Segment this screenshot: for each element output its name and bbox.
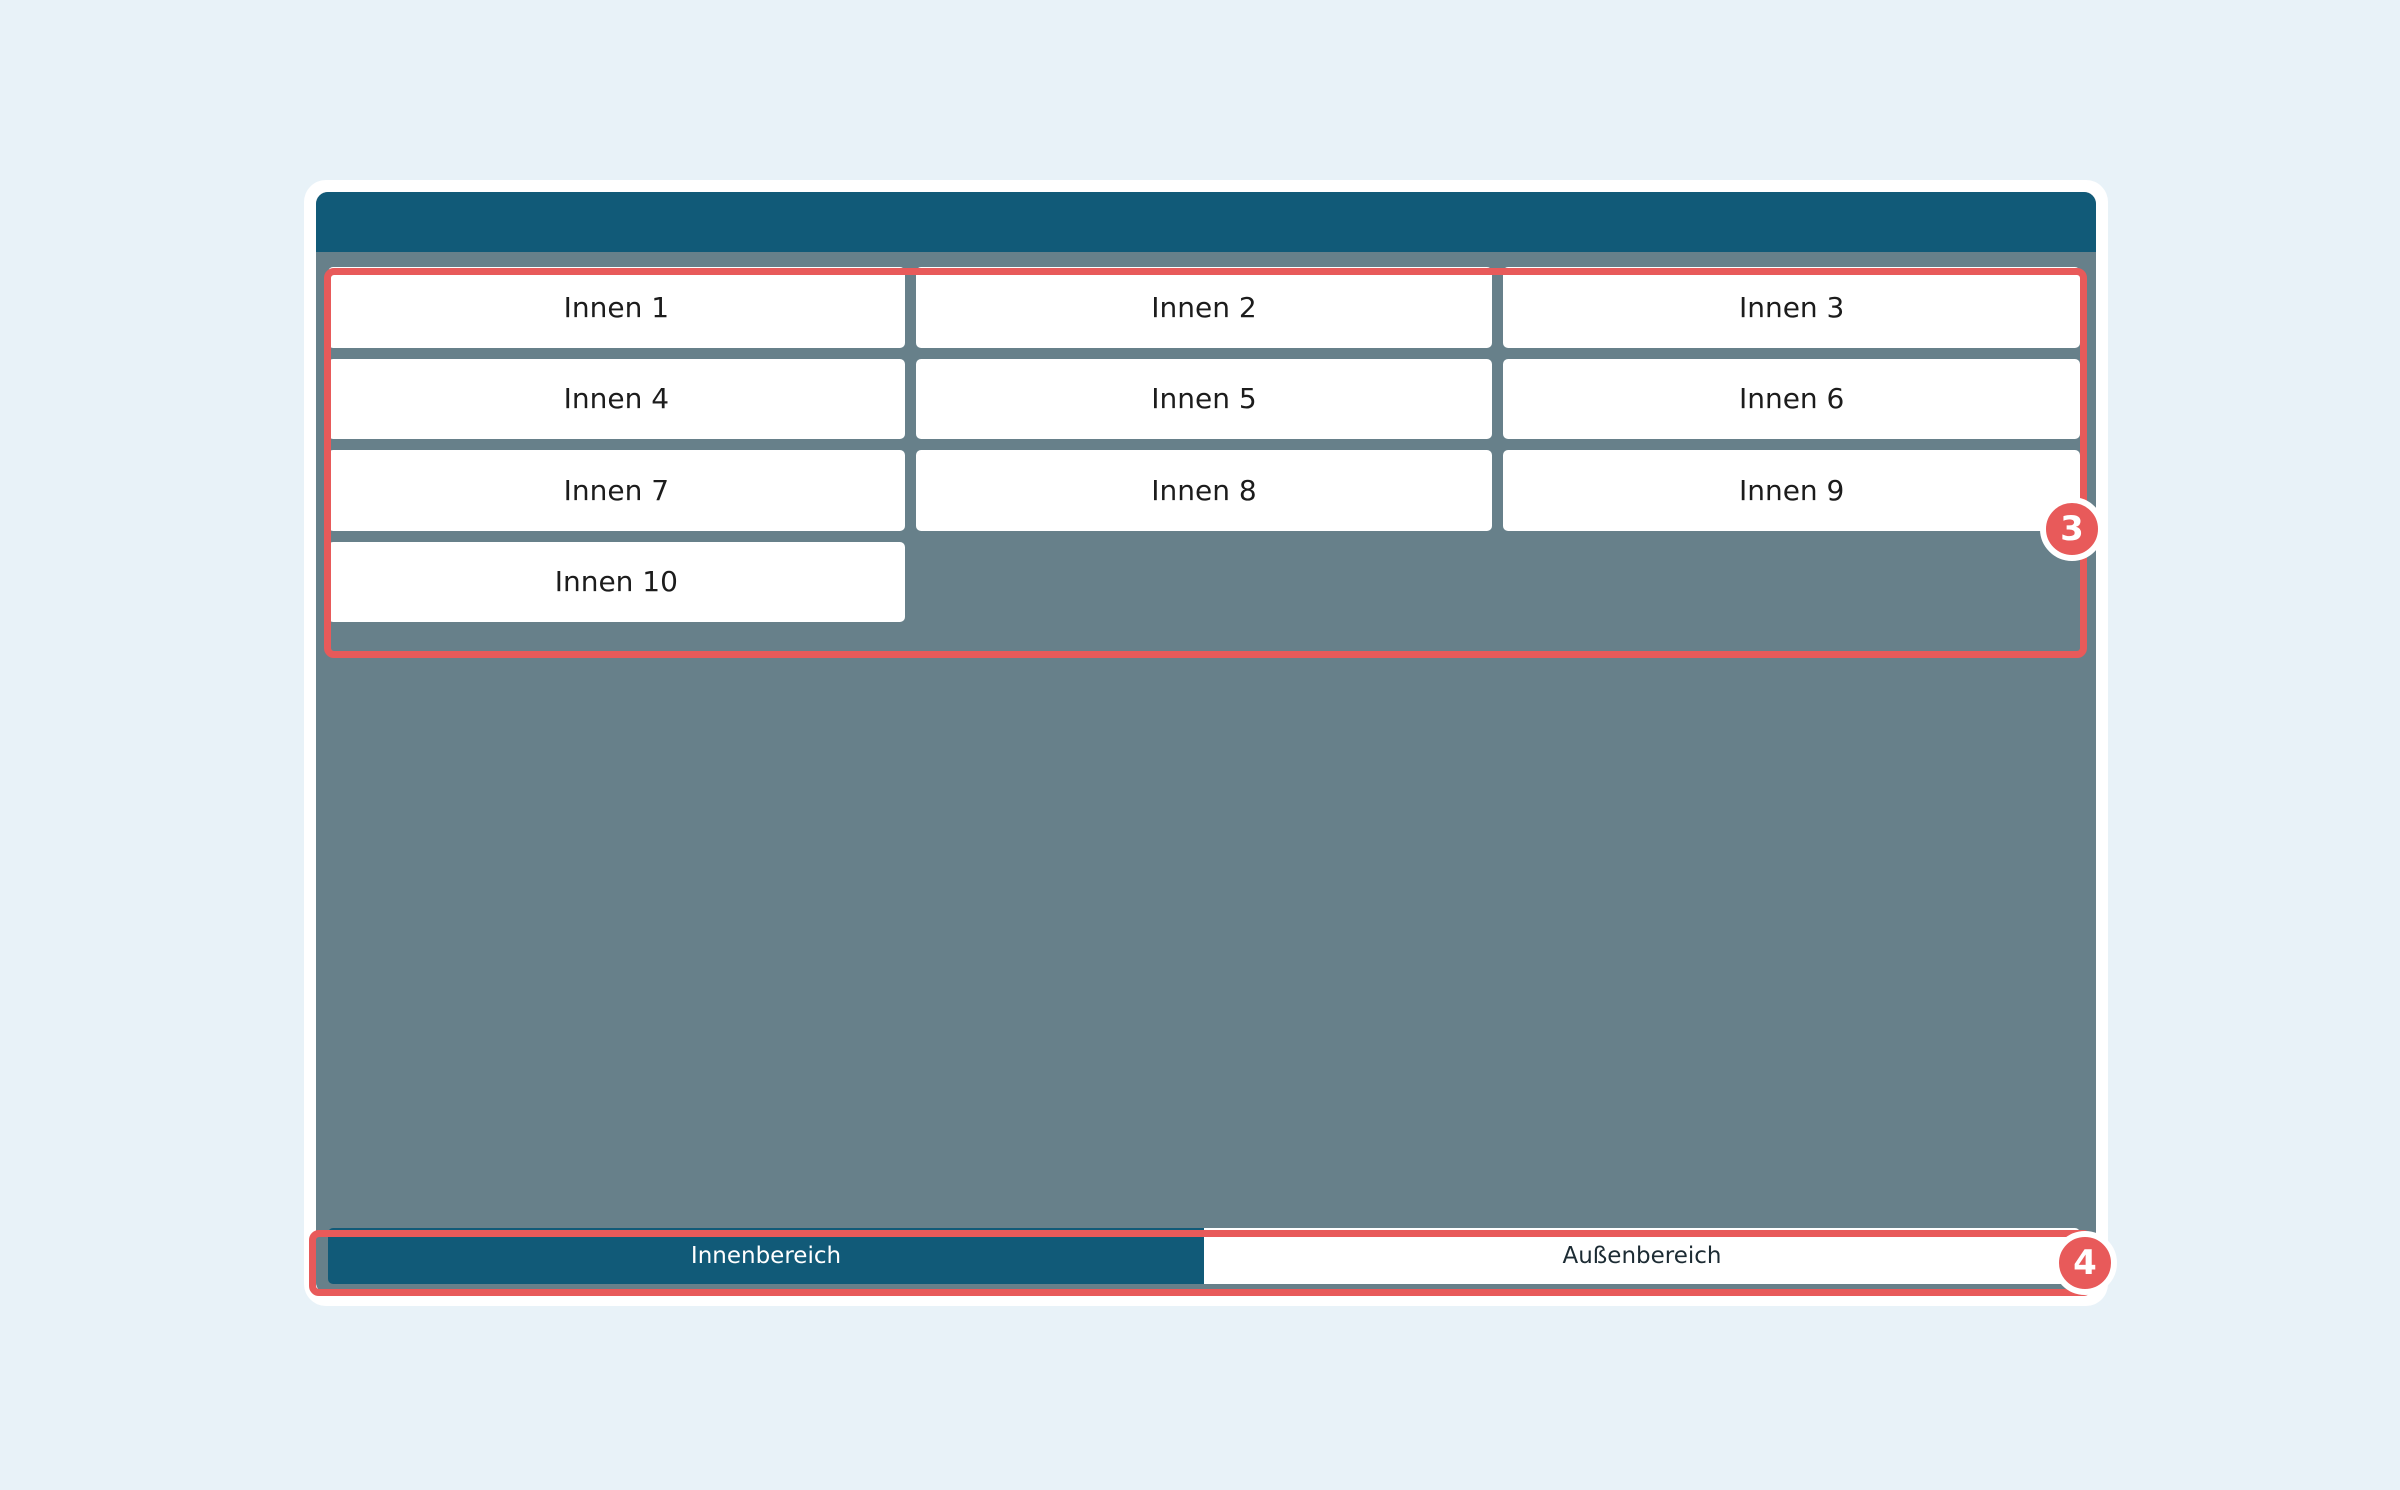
zone-cell-3[interactable]: Innen 3 (1503, 267, 2080, 348)
zone-cell-label: Innen 3 (1738, 290, 1845, 324)
zone-cell-label: Innen 4 (563, 382, 670, 416)
device-screen: Innen 1 Innen 2 Innen 3 Innen 4 Innen 5 … (316, 192, 2096, 1294)
content-body: Innen 1 Innen 2 Innen 3 Innen 4 Innen 5 … (316, 252, 2096, 1294)
zone-cell-label: Innen 7 (563, 473, 670, 507)
annotation-badge-3: 3 (2040, 497, 2104, 561)
zone-cell-4[interactable]: Innen 4 (328, 358, 905, 439)
zone-cell-7[interactable]: Innen 7 (328, 450, 905, 531)
tab-innenbereich[interactable]: Innenbereich (328, 1228, 1204, 1284)
annotation-badge-number: 4 (2073, 1243, 2097, 1283)
zone-cell-label: Innen 10 (554, 565, 678, 599)
device-card: Innen 1 Innen 2 Innen 3 Innen 4 Innen 5 … (304, 180, 2108, 1306)
tab-label: Innenbereich (690, 1243, 842, 1269)
inner-zone-grid: Innen 1 Innen 2 Innen 3 Innen 4 Innen 5 … (328, 267, 2080, 622)
zone-cell-10[interactable]: Innen 10 (328, 541, 905, 622)
annotation-badge-number: 3 (2060, 509, 2084, 549)
tab-aussenbereich[interactable]: Außenbereich (1204, 1228, 2080, 1284)
zone-cell-1[interactable]: Innen 1 (328, 267, 905, 348)
app-header-bar (316, 192, 2096, 252)
zone-cell-label: Innen 1 (563, 290, 670, 324)
annotation-badge-4: 4 (2053, 1231, 2117, 1295)
zone-cell-8[interactable]: Innen 8 (915, 450, 1493, 531)
zone-cell-label: Innen 2 (1151, 290, 1257, 324)
zone-cell-label: Innen 8 (1151, 473, 1257, 507)
zone-cell-9[interactable]: Innen 9 (1503, 450, 2080, 531)
zone-cell-2[interactable]: Innen 2 (915, 267, 1493, 348)
tab-bar: Innenbereich Außenbereich (328, 1228, 2080, 1284)
zone-cell-5[interactable]: Innen 5 (915, 358, 1493, 439)
zone-cell-6[interactable]: Innen 6 (1503, 358, 2080, 439)
zone-cell-label: Innen 9 (1738, 473, 1845, 507)
zone-cell-label: Innen 5 (1151, 382, 1257, 416)
zone-cell-label: Innen 6 (1738, 382, 1845, 416)
tab-label: Außenbereich (1562, 1243, 1722, 1269)
